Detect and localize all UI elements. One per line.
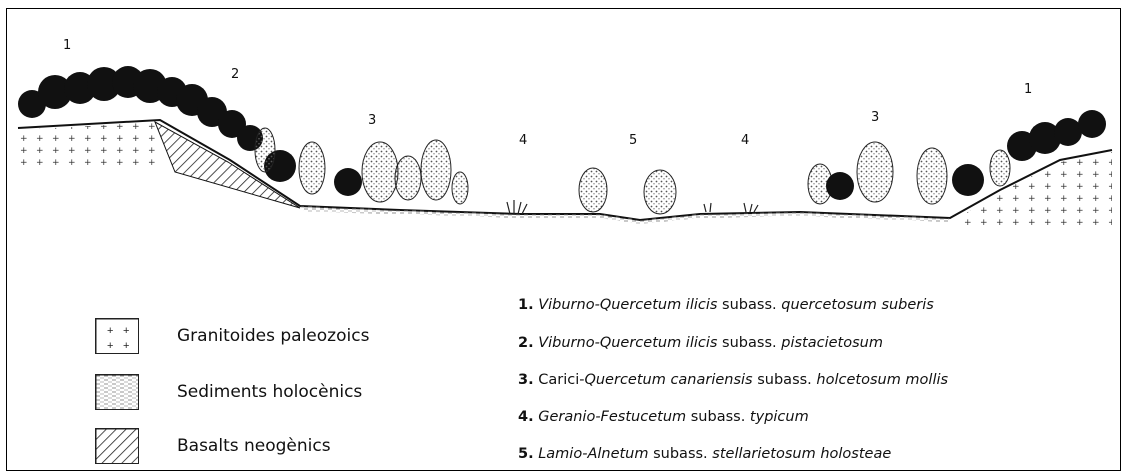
granite-left (18, 122, 162, 165)
key-item-4: 4. Geranio-Festucetum subass. typicum (518, 409, 809, 425)
sediment-band (300, 206, 950, 224)
zone-label-4-right: 4 (741, 133, 749, 148)
key-3-rank: subass. (753, 372, 817, 388)
key-1-subassociation: quercetosum suberis (781, 297, 934, 313)
svg-text:+: + (107, 340, 113, 352)
key-2-name: Viburno-Quercetum ilicis (538, 335, 717, 351)
legend-sediments-label: Sediments holocènics (177, 382, 362, 402)
zone-label-1-right: 1 (1024, 82, 1032, 97)
key-2-subassociation: pistacietosum (781, 335, 883, 351)
key-item-2: 2. Viburno-Quercetum ilicis subass. pist… (518, 335, 883, 351)
key-2-rank: subass. (717, 335, 781, 351)
key-item-1: 1. Viburno-Quercetum ilicis subass. quer… (518, 297, 934, 313)
svg-text:+: + (123, 340, 129, 352)
key-1-number: 1. (518, 297, 534, 313)
key-4-name: Geranio-Festucetum (538, 409, 686, 425)
legend-basalts: Basalts neogènics (95, 428, 331, 464)
key-5-name: Lamio-Alnetum (538, 446, 648, 462)
key-5-subassociation: stellarietosum holosteae (712, 446, 891, 462)
legend-basalts-label: Basalts neogènics (177, 436, 331, 456)
key-3-subassociation: holcetosum mollis (816, 372, 948, 388)
key-item-5: 5. Lamio-Alnetum subass. stellarietosum … (518, 446, 891, 462)
zone-label-1-left: 1 (63, 38, 71, 53)
key-5-number: 5. (518, 446, 534, 462)
granite-swatch: + + + + (95, 318, 139, 354)
grasses (507, 200, 758, 214)
legend-granite: + + + + Granitoides paleozoics (95, 318, 369, 354)
basalt-swatch (95, 428, 139, 464)
legend-sediments: Sediments holocènics (95, 374, 362, 410)
center-trees (579, 168, 676, 214)
key-3-number: 3. (518, 372, 534, 388)
legend-granite-label: Granitoides paleozoics (177, 326, 369, 346)
key-1-name: Viburno-Quercetum ilicis (538, 297, 717, 313)
key-5-rank: subass. (649, 446, 713, 462)
zone-label-4-left: 4 (519, 133, 527, 148)
svg-text:+: + (123, 325, 129, 337)
zone-label-3-right: 3 (871, 110, 879, 125)
zone-label-5: 5 (629, 133, 637, 148)
svg-text:+: + (107, 325, 113, 337)
key-3-name: Quercetum canariensis (584, 372, 752, 388)
zone-label-3-left: 3 (368, 113, 376, 128)
key-3-name-prefix: Carici- (538, 372, 584, 388)
key-4-number: 4. (518, 409, 534, 425)
zone-label-2: 2 (231, 67, 239, 82)
key-4-rank: subass. (686, 409, 750, 425)
sediment-swatch (95, 374, 139, 410)
key-item-3: 3. Carici-Quercetum canariensis subass. … (518, 372, 948, 388)
key-4-subassociation: typicum (750, 409, 809, 425)
key-2-number: 2. (518, 335, 534, 351)
key-1-rank: subass. (717, 297, 781, 313)
